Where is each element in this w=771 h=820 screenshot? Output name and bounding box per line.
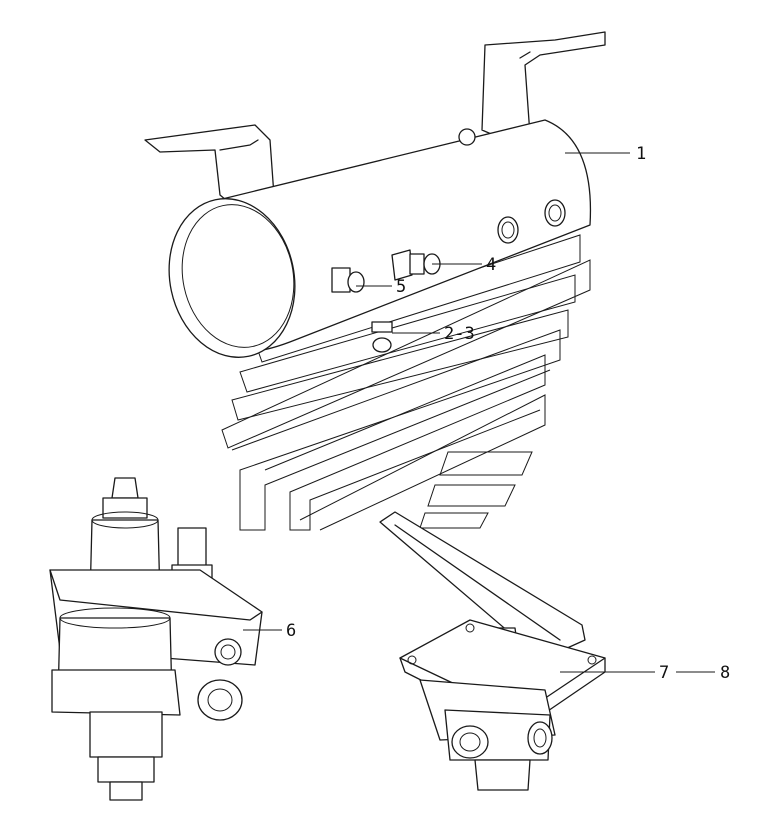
callout-part-4: 4: [486, 255, 496, 275]
callout-part-1: 1: [636, 144, 646, 164]
air-tank: [144, 31, 606, 358]
callout-part-7: 7: [659, 663, 669, 683]
brake-valve: [379, 511, 606, 791]
callout-part-5: 5: [396, 277, 406, 297]
callout-part-6: 6: [286, 621, 296, 641]
valve-assembly: [49, 477, 263, 801]
watermark-logo: [221, 234, 591, 531]
leader-lines: [243, 152, 715, 673]
callout-part-8: 8: [720, 663, 730, 683]
callout-part-2-3: 2-3: [444, 324, 475, 344]
callout-labels: 1 4 5 2-3 6 7 8: [286, 144, 730, 683]
